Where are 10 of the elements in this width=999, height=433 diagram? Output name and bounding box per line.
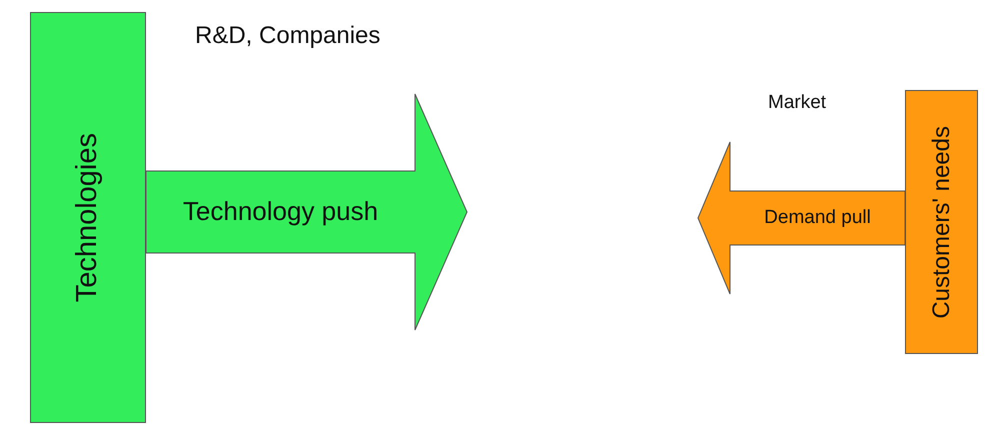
block-arrow	[146, 94, 468, 330]
block-arrow	[697, 142, 906, 294]
arrow-label: Technology push	[182, 196, 380, 228]
group-label: Market	[768, 92, 826, 114]
group-label: R&D, Companies	[195, 22, 380, 50]
vertical-label: Customers' needs	[928, 126, 956, 318]
arrow-label: Demand pull	[763, 206, 872, 229]
category-box	[905, 90, 978, 354]
category-box	[30, 12, 146, 423]
vertical-label: Technologies	[71, 132, 104, 302]
